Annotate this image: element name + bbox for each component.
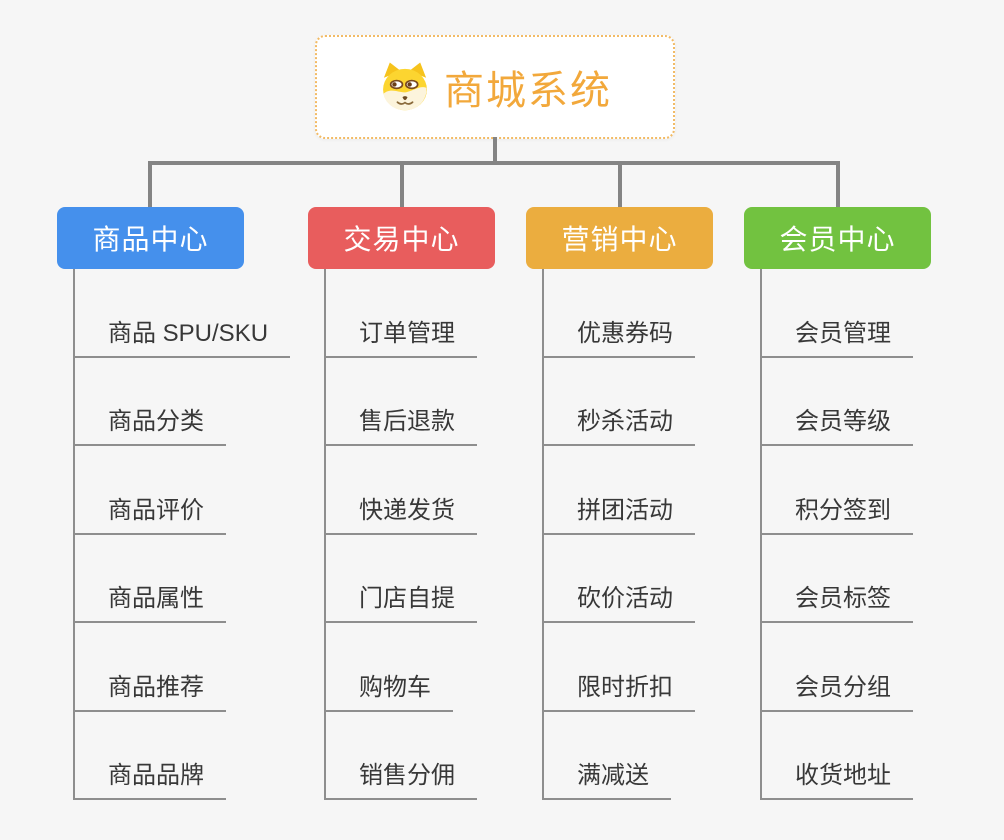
topic-item[interactable]: 购物车 (326, 674, 453, 712)
topic-item[interactable]: 收货地址 (762, 762, 913, 800)
topic-item[interactable]: 会员等级 (762, 408, 913, 446)
topic-item[interactable]: 积分签到 (762, 497, 913, 535)
topic-item[interactable]: 售后退款 (326, 408, 477, 446)
topic-item[interactable]: 会员标签 (762, 585, 913, 623)
topic-item[interactable]: 限时折扣 (544, 674, 695, 712)
branch-node-trade-center[interactable]: 交易中心 (308, 207, 495, 269)
branch-node-marketing-center[interactable]: 营销中心 (526, 207, 713, 269)
connector-drop-2 (400, 161, 404, 207)
connector-drop-3 (618, 161, 622, 207)
topic-item[interactable]: 快递发货 (326, 497, 477, 535)
topic-item[interactable]: 砍价活动 (544, 585, 695, 623)
topic-item[interactable]: 秒杀活动 (544, 408, 695, 446)
topic-item[interactable]: 销售分佣 (326, 762, 477, 800)
topic-item[interactable]: 商品 SPU/SKU (75, 320, 291, 358)
topic-item[interactable]: 会员管理 (762, 320, 913, 358)
topic-item[interactable]: 订单管理 (326, 320, 477, 358)
connector-drop-1 (148, 161, 152, 207)
branch-children-product-center: 商品 SPU/SKU 商品分类 商品评价 商品属性 商品推荐 商品品牌 (73, 269, 291, 800)
root-topic-title: 商城系统 (444, 69, 612, 113)
branch-node-product-center[interactable]: 商品中心 (57, 207, 244, 269)
connector-drop-4 (836, 161, 840, 207)
branch-children-trade-center: 订单管理 售后退款 快递发货 门店自提 购物车 销售分佣 (324, 269, 477, 800)
topic-item[interactable]: 商品推荐 (75, 674, 226, 712)
branch-node-member-center[interactable]: 会员中心 (744, 207, 931, 269)
dog-icon (378, 60, 432, 114)
branch-children-member-center: 会员管理 会员等级 积分签到 会员标签 会员分组 收货地址 (760, 269, 913, 800)
connector-horizontal (148, 161, 840, 165)
topic-item[interactable]: 商品评价 (75, 497, 226, 535)
topic-item[interactable]: 满减送 (544, 762, 671, 800)
topic-item[interactable]: 门店自提 (326, 585, 477, 623)
topic-item[interactable]: 优惠券码 (544, 320, 695, 358)
topic-item[interactable]: 商品分类 (75, 408, 226, 446)
topic-item[interactable]: 会员分组 (762, 674, 913, 712)
branch-children-marketing-center: 优惠券码 秒杀活动 拼团活动 砍价活动 限时折扣 满减送 (542, 269, 695, 800)
topic-item[interactable]: 商品品牌 (75, 762, 226, 800)
topic-item[interactable]: 商品属性 (75, 585, 226, 623)
topic-item[interactable]: 拼团活动 (544, 497, 695, 535)
connector-root-stub (493, 137, 497, 163)
root-topic[interactable]: 商城系统 (315, 35, 675, 139)
